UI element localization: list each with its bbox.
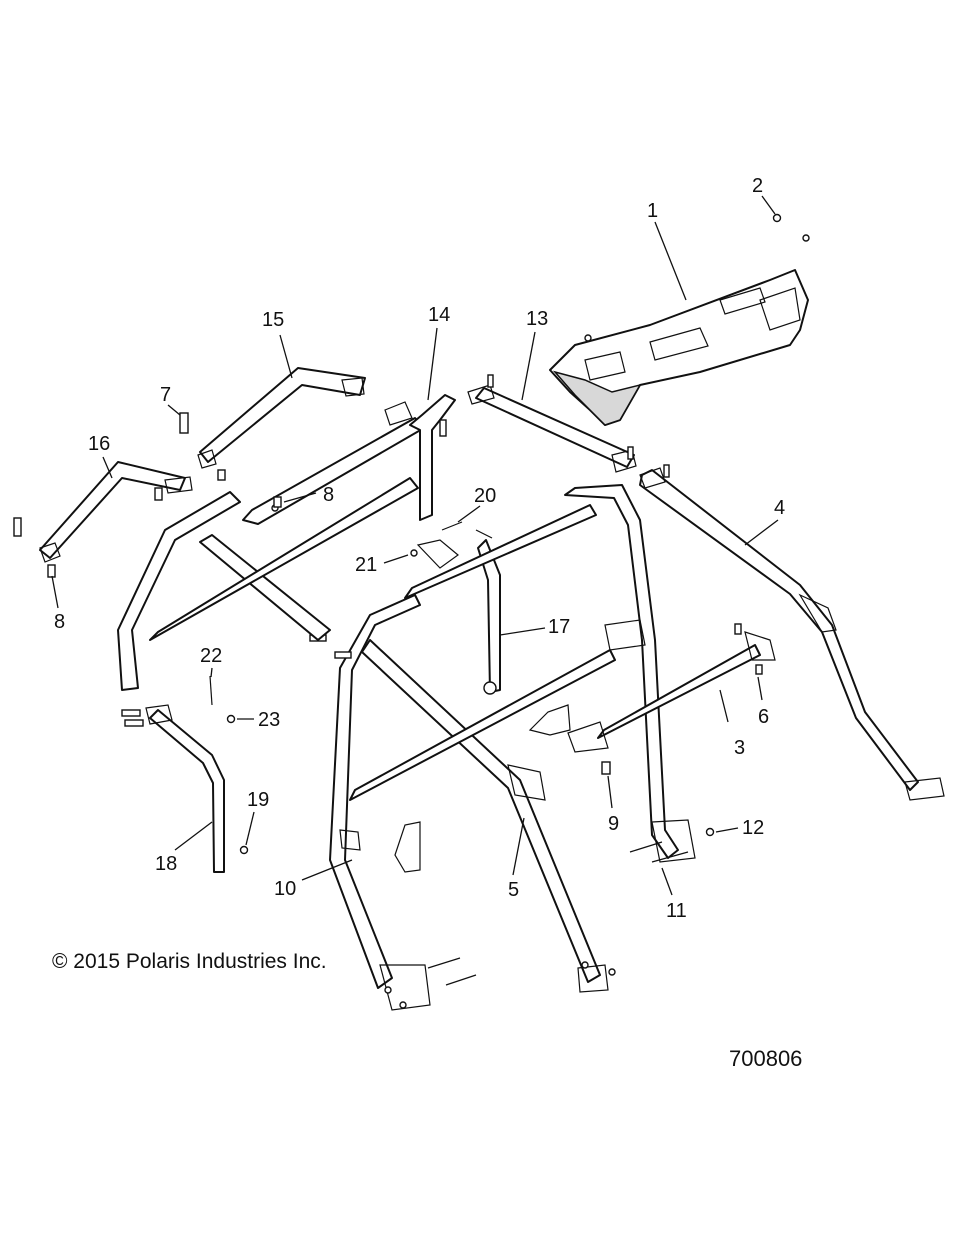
part-4-rear-right-tube [639, 464, 945, 801]
callout-8a: 8 [323, 484, 334, 506]
callout-8b: 8 [54, 611, 65, 633]
callout-5: 5 [508, 879, 519, 901]
mid-cross-tube [149, 477, 597, 641]
callout-7: 7 [160, 384, 171, 406]
callout-19: 19 [247, 789, 269, 811]
lower-frame [349, 619, 646, 873]
part-19-screw [239, 845, 249, 855]
part-12-nut [705, 827, 715, 837]
callout-22: 22 [200, 645, 222, 667]
callout-16: 16 [88, 433, 110, 455]
right-rear-hoop [564, 484, 696, 863]
callout-labels: 1 2 3 4 5 6 7 8 8 9 10 11 12 13 14 15 16… [54, 175, 785, 922]
callout-11: 11 [666, 900, 687, 922]
part-7-bolt [179, 412, 189, 434]
part-14-upper-front-cross-tube [242, 394, 456, 525]
part-23-nut [226, 714, 236, 724]
callout-21: 21 [355, 554, 377, 576]
part-3-rear-cross-brace [567, 623, 776, 753]
callout-18: 18 [155, 853, 177, 875]
part-21-clamp [410, 539, 459, 569]
part-15-upper-grab-tube [197, 367, 366, 469]
callout-12: 12 [742, 817, 764, 839]
callout-6: 6 [758, 706, 769, 728]
callout-15: 15 [262, 309, 284, 331]
drawing-number: 700806 [729, 1046, 803, 1071]
callout-3: 3 [734, 737, 745, 759]
callout-2: 2 [752, 175, 763, 197]
leader-lines [51, 195, 779, 896]
copyright-notice: © 2015 Polaris Industries Inc. [52, 950, 327, 973]
part-11-bolt [629, 841, 689, 863]
callout-23: 23 [258, 709, 280, 731]
part-10-front-left-hoop [117, 491, 431, 1011]
part-8-nuts [47, 469, 282, 578]
part-2-screw [772, 213, 782, 223]
callout-17: 17 [548, 616, 570, 638]
part-17-center-brace [477, 539, 501, 695]
part-22-bolt [209, 675, 213, 706]
part-16-left-side-bar [13, 461, 193, 563]
part-1-rear-cover-panel [549, 234, 810, 426]
part-5-front-right-hoop [361, 639, 616, 993]
part-18-lower-brace [121, 704, 225, 873]
part-20-bolt [441, 521, 493, 539]
part-9-nut [601, 761, 611, 775]
part-6-nut [755, 664, 763, 675]
callout-1: 1 [647, 200, 658, 222]
callout-20: 20 [474, 485, 496, 507]
callout-14: 14 [428, 304, 450, 326]
callout-4: 4 [774, 497, 785, 519]
callout-13: 13 [526, 308, 548, 330]
part-13-rear-cross-tube [467, 374, 637, 473]
callout-10: 10 [274, 878, 296, 900]
front-bolts-hardware [427, 957, 477, 986]
callout-9: 9 [608, 813, 619, 835]
